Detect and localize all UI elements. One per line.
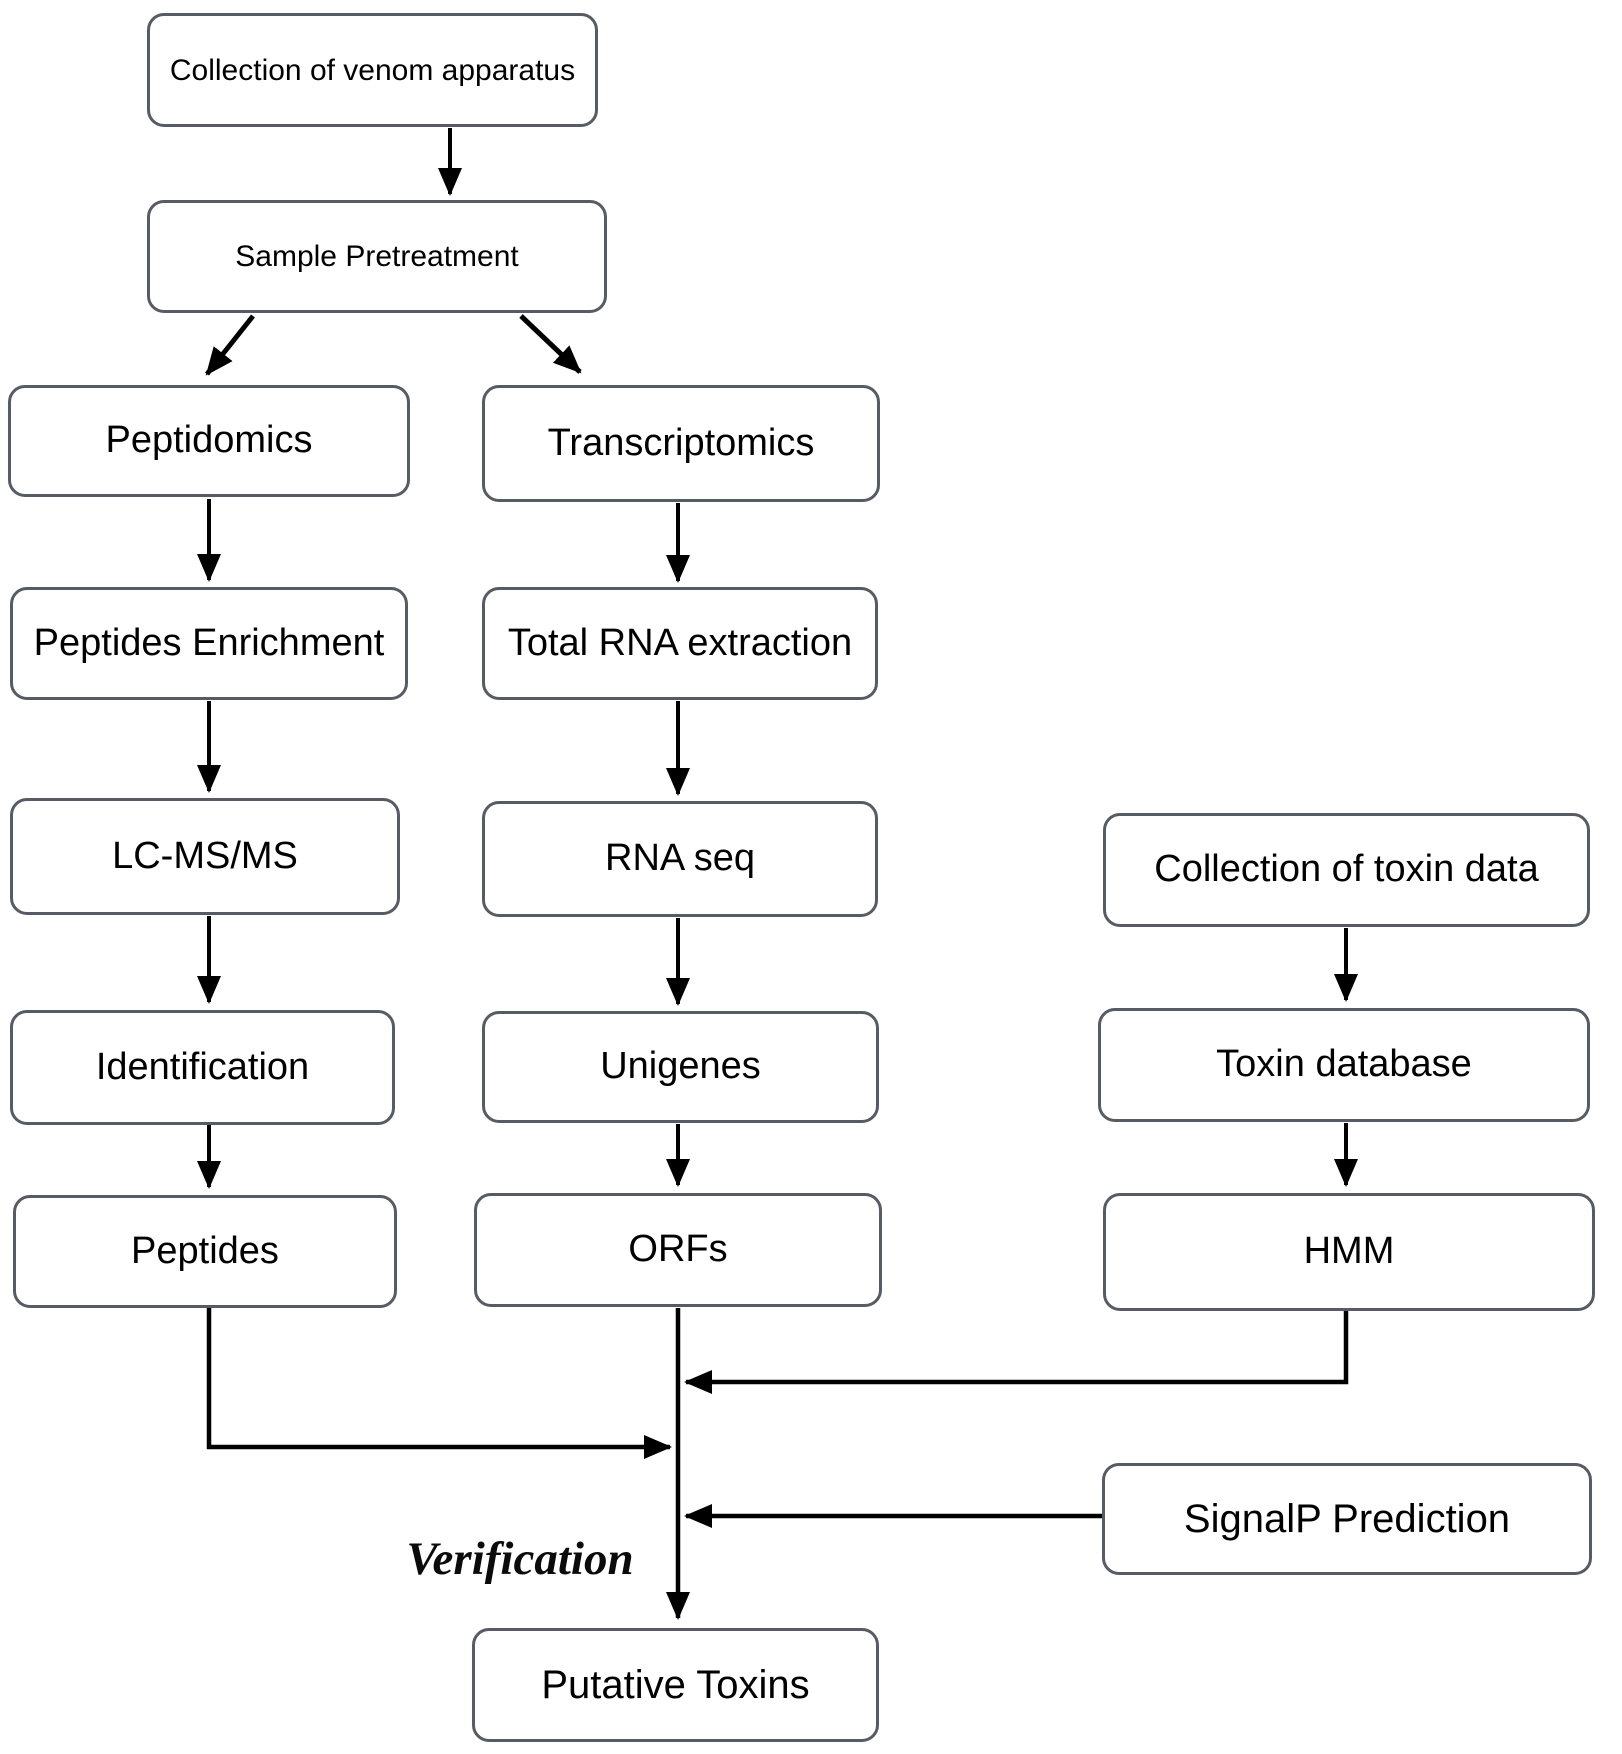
node-sample-pretreatment: Sample Pretreatment	[147, 200, 607, 313]
node-rna-seq: RNA seq	[482, 801, 878, 917]
node-lc-ms-ms: LC-MS/MS	[10, 798, 400, 915]
node-collection-of-toxin-data: Collection of toxin data	[1103, 813, 1590, 927]
node-orfs: ORFs	[474, 1193, 882, 1307]
node-collection-of-venom-apparatus: Collection of venom apparatus	[147, 13, 598, 127]
node-total-rna-extraction: Total RNA extraction	[482, 587, 878, 700]
node-peptides: Peptides	[13, 1195, 397, 1308]
edge-hmm-to-join	[684, 1311, 1349, 1394]
node-hmm: HMM	[1103, 1193, 1595, 1311]
node-toxin-database: Toxin database	[1098, 1008, 1590, 1122]
node-transcriptomics: Transcriptomics	[482, 385, 880, 502]
node-peptides-enrichment: Peptides Enrichment	[10, 587, 408, 700]
node-putative-toxins: Putative Toxins	[472, 1628, 879, 1742]
node-peptidomics: Peptidomics	[8, 385, 410, 497]
node-signalp-prediction: SignalP Prediction	[1102, 1463, 1592, 1575]
node-unigenes: Unigenes	[482, 1011, 879, 1123]
verification-label: Verification	[406, 1533, 634, 1585]
edge-pretreatment-to-peptidomics	[205, 314, 255, 376]
edge-peptides-to-join	[206, 1308, 672, 1459]
edge-pretreatment-to-transcriptomics	[519, 314, 582, 374]
node-identification: Identification	[10, 1010, 395, 1125]
